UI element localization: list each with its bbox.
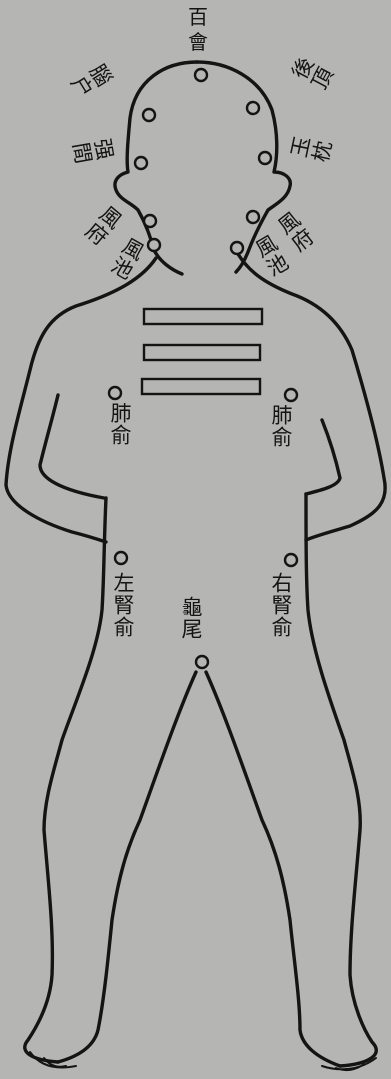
chest-bar xyxy=(142,343,262,362)
right-torso xyxy=(304,492,378,1068)
acupoint-marker xyxy=(146,237,162,253)
acupoint-marker xyxy=(229,240,245,256)
left-arm-outline xyxy=(4,256,158,544)
acupoint-marker xyxy=(245,100,261,116)
left-torso xyxy=(23,496,108,1064)
acupoint-marker xyxy=(194,654,210,670)
acupoint-marker xyxy=(193,67,209,83)
inner-leg-right xyxy=(204,670,342,1068)
label-feishu-right: 肺俞 xyxy=(269,404,293,448)
acupoint-marker xyxy=(283,552,299,568)
acupoint-marker xyxy=(245,209,261,225)
acupoint-marker xyxy=(141,107,157,123)
chest-bar xyxy=(142,307,264,326)
label-shenshu-left: 左腎俞 xyxy=(111,572,135,638)
label-baihui: 百會 xyxy=(188,5,208,54)
acupoint-marker xyxy=(283,387,299,403)
acupoint-marker xyxy=(113,550,129,566)
acupoint-marker xyxy=(107,385,123,401)
right-arm-outline xyxy=(236,252,387,542)
head-outline-right xyxy=(195,60,292,274)
left-foot-toes xyxy=(29,1051,77,1069)
label-guiwei: 龜尾 xyxy=(179,596,203,640)
inner-leg-left xyxy=(56,670,198,1064)
chest-bar xyxy=(140,377,262,396)
acupoint-marker xyxy=(133,155,149,171)
right-foot-toes xyxy=(321,1057,377,1072)
acupoint-marker xyxy=(142,213,158,229)
label-feishu-left: 肺俞 xyxy=(108,402,132,446)
label-shenshu-right: 右腎俞 xyxy=(269,572,293,638)
right-inner-arm xyxy=(304,418,342,496)
acupoint-marker xyxy=(257,150,273,166)
left-inner-arm xyxy=(38,393,106,500)
